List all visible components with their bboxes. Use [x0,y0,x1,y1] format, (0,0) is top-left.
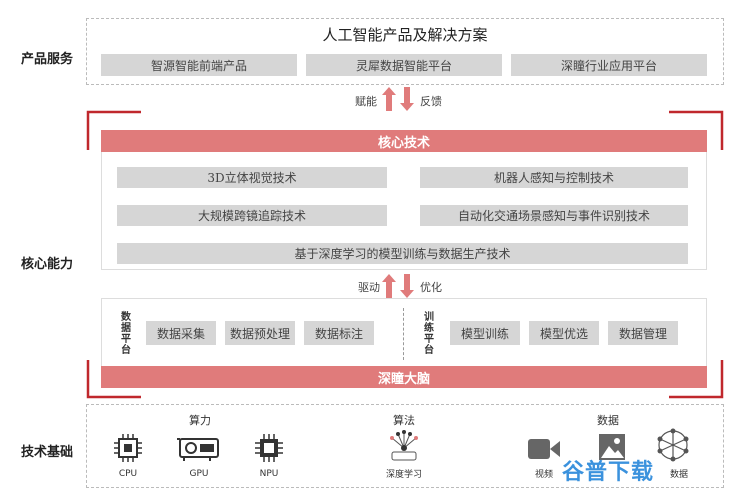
data-caption: 数据 [669,470,688,480]
npu-chip-icon [255,434,283,462]
data-platform-item-3: 数据标注 [304,321,374,345]
core-tech-item-1: 3D立体视觉技术 [117,167,387,188]
tech-foundation-panel [86,404,724,488]
core-tech-wide-item: 基于深度学习的模型训练与数据生产技术 [117,243,688,264]
core-tech-item-3: 大规模跨镜追踪技术 [117,205,387,226]
training-platform-label: 训练平台 [424,312,434,356]
brain-bar: 深瞳大脑 [101,366,707,388]
video-caption: 视频 [534,470,553,480]
cpu-chip-icon [114,434,142,462]
core-tech-item-4: 自动化交通场景感知与事件识别技术 [420,205,688,226]
data-platform-item-2: 数据预处理 [225,321,295,345]
image-icon [599,434,625,460]
arrow-label-drive: 驱动 [358,281,380,294]
npu-caption: NPU [259,469,279,479]
data-network-icon [657,428,689,462]
layer-label-core-capability: 核心能力 [20,257,73,272]
core-tech-title: 核心技术 [101,130,707,152]
neural-network-icon [390,430,418,461]
training-platform-item-2: 模型优选 [529,321,599,345]
down-arrow-icon [400,87,414,111]
arrow-label-enable: 赋能 [355,95,377,108]
data-title: 数据 [597,414,619,427]
algorithm-caption: 深度学习 [385,470,422,480]
layer-label-tech-foundation: 技术基础 [20,445,73,460]
down-arrow-icon [400,274,414,298]
training-platform-item-1: 模型训练 [450,321,520,345]
platform-divider [403,308,405,360]
product-item-2: 灵犀数据智能平台 [306,54,502,76]
core-capability-red-frame [86,110,724,399]
up-arrow-icon [382,274,396,298]
up-arrow-icon [382,87,396,111]
arrow-label-feedback: 反馈 [420,95,442,108]
algorithm-title: 算法 [393,414,415,427]
drive-optimize-arrows [382,274,414,298]
product-item-3: 深瞳行业应用平台 [511,54,707,76]
product-services-panel [86,18,724,85]
watermark: 谷普下载 [562,460,655,485]
training-platform-item-3: 数据管理 [608,321,678,345]
core-tech-item-2: 机器人感知与控制技术 [420,167,688,188]
data-platform-item-1: 数据采集 [146,321,216,345]
data-platform-label: 数据平台 [121,312,131,356]
compute-title: 算力 [189,414,211,427]
enable-feedback-arrows [382,87,414,111]
products-title: 人工智能产品及解决方案 [322,26,488,44]
gpu-caption: GPU [189,469,209,479]
layer-label-product-services: 产品服务 [20,52,73,67]
gpu-card-icon [177,438,219,461]
video-camera-icon [528,439,560,459]
cpu-caption: CPU [118,469,138,479]
arrow-label-optimize: 优化 [420,281,442,294]
product-item-1: 智源智能前端产品 [101,54,297,76]
